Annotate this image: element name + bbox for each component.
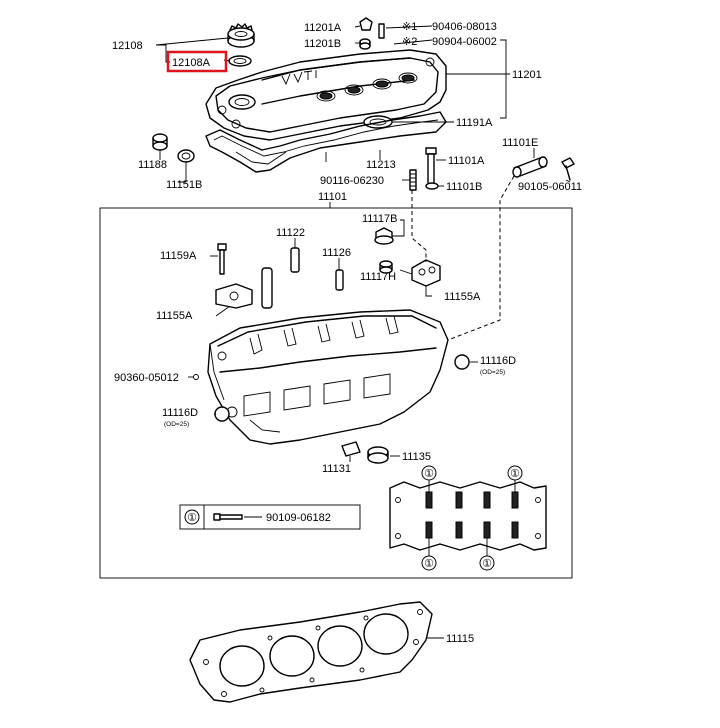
label-11116D-left: 11116D [162, 407, 198, 419]
bolt-11159A [217, 243, 227, 275]
oil-filler-cap [227, 23, 255, 48]
label-11201A: 11201A [304, 22, 342, 34]
label-od25-right: (OD=25) [480, 369, 505, 376]
bolt-90105 [561, 157, 575, 181]
svg-text:①: ① [482, 558, 492, 570]
label-11126: 11126 [322, 247, 351, 259]
svg-text:①: ① [424, 468, 434, 480]
label-11151B: 11151B [166, 179, 202, 191]
label-od25-left: (OD=25) [164, 421, 189, 428]
svg-text:①: ① [510, 468, 520, 480]
bolt-marker-top-right: ① [507, 465, 523, 481]
grommet-11201B [359, 38, 371, 50]
cam-cap-11117B [374, 227, 394, 245]
valve-guide-11126 [335, 269, 344, 291]
legend-part-number: 90109-06182 [266, 512, 331, 524]
plug-tube [512, 156, 548, 178]
label-11155A-right: 11155A [444, 291, 481, 303]
cam-cap-11117H [379, 260, 393, 274]
label-11117H: 11117H [360, 271, 396, 283]
label-11188: 11188 [138, 159, 167, 171]
label-90116-06230: 90116-06230 [320, 175, 384, 187]
head-gasket [189, 601, 433, 703]
label-11116D-right: 11116D [480, 355, 516, 367]
label-12108: 12108 [112, 40, 143, 52]
legend-mark: ① [187, 512, 197, 524]
stud-90116 [409, 169, 417, 191]
oil-seal [177, 149, 195, 163]
label-11131: 11131 [322, 463, 351, 475]
cylinder-head-frame [99, 207, 573, 579]
labels: 12108 12108A 11201A 11201B ※1 90406-0801… [112, 21, 582, 645]
label-11135: 11135 [402, 451, 431, 463]
cam-bracket [411, 259, 441, 287]
plug-11135 [367, 446, 389, 464]
label-11159A: 11159A [160, 250, 197, 262]
plug-90360 [193, 374, 199, 380]
grommet-11201A [359, 17, 373, 31]
left-bracket [215, 283, 253, 309]
highlight-box-12108A [166, 50, 228, 73]
label-11117B: 11117B [362, 213, 397, 225]
label-11115: 11115 [446, 633, 474, 645]
leader-lines [155, 25, 571, 639]
cylinder-head [207, 309, 449, 445]
oil-filler-gasket [228, 55, 252, 67]
legend-box: ① [179, 504, 361, 530]
valve-guide [290, 247, 300, 273]
cam-plug [152, 133, 168, 151]
bolt-layout-plate [389, 480, 547, 556]
label-90105-06011: 90105-06011 [518, 181, 582, 193]
bolt-marker-top-left: ① [421, 465, 437, 481]
cover-lettering [281, 70, 317, 86]
label-11101A: 11101A [448, 155, 485, 167]
guide-tube [261, 267, 273, 309]
spacer-11131 [341, 441, 361, 457]
label-11101B: 11101B [446, 181, 482, 193]
stud-bolt [378, 23, 385, 39]
note2-mark: ※2 [402, 36, 417, 48]
assembly-guides [411, 175, 515, 341]
label-11155A-left: 11155A [156, 310, 193, 322]
note2-part-number: 90904-06002 [432, 36, 497, 48]
label-11213: 11213 [366, 159, 396, 171]
label-11101: 11101 [318, 191, 347, 203]
head-bolt [425, 147, 437, 185]
label-11191A: 11191A [456, 117, 493, 129]
label-11122: 11122 [276, 227, 305, 239]
washer-11101B [425, 182, 439, 190]
label-11201B: 11201B [304, 38, 341, 50]
label-12108A: 12108A [172, 57, 211, 69]
label-11201: 11201 [512, 69, 542, 81]
svg-text:①: ① [424, 558, 434, 570]
plug-11116D-right [454, 354, 470, 370]
bolt-marker-bottom-right: ① [479, 555, 495, 571]
label-11101E: 11101E [502, 137, 538, 149]
note1-mark: ※1 [402, 21, 417, 33]
plug-11116D-left [214, 406, 230, 422]
note1-part-number: 90406-08013 [432, 21, 497, 33]
label-90360-05012: 90360-05012 [114, 372, 179, 384]
bolt-marker-bottom-left: ① [421, 555, 437, 571]
